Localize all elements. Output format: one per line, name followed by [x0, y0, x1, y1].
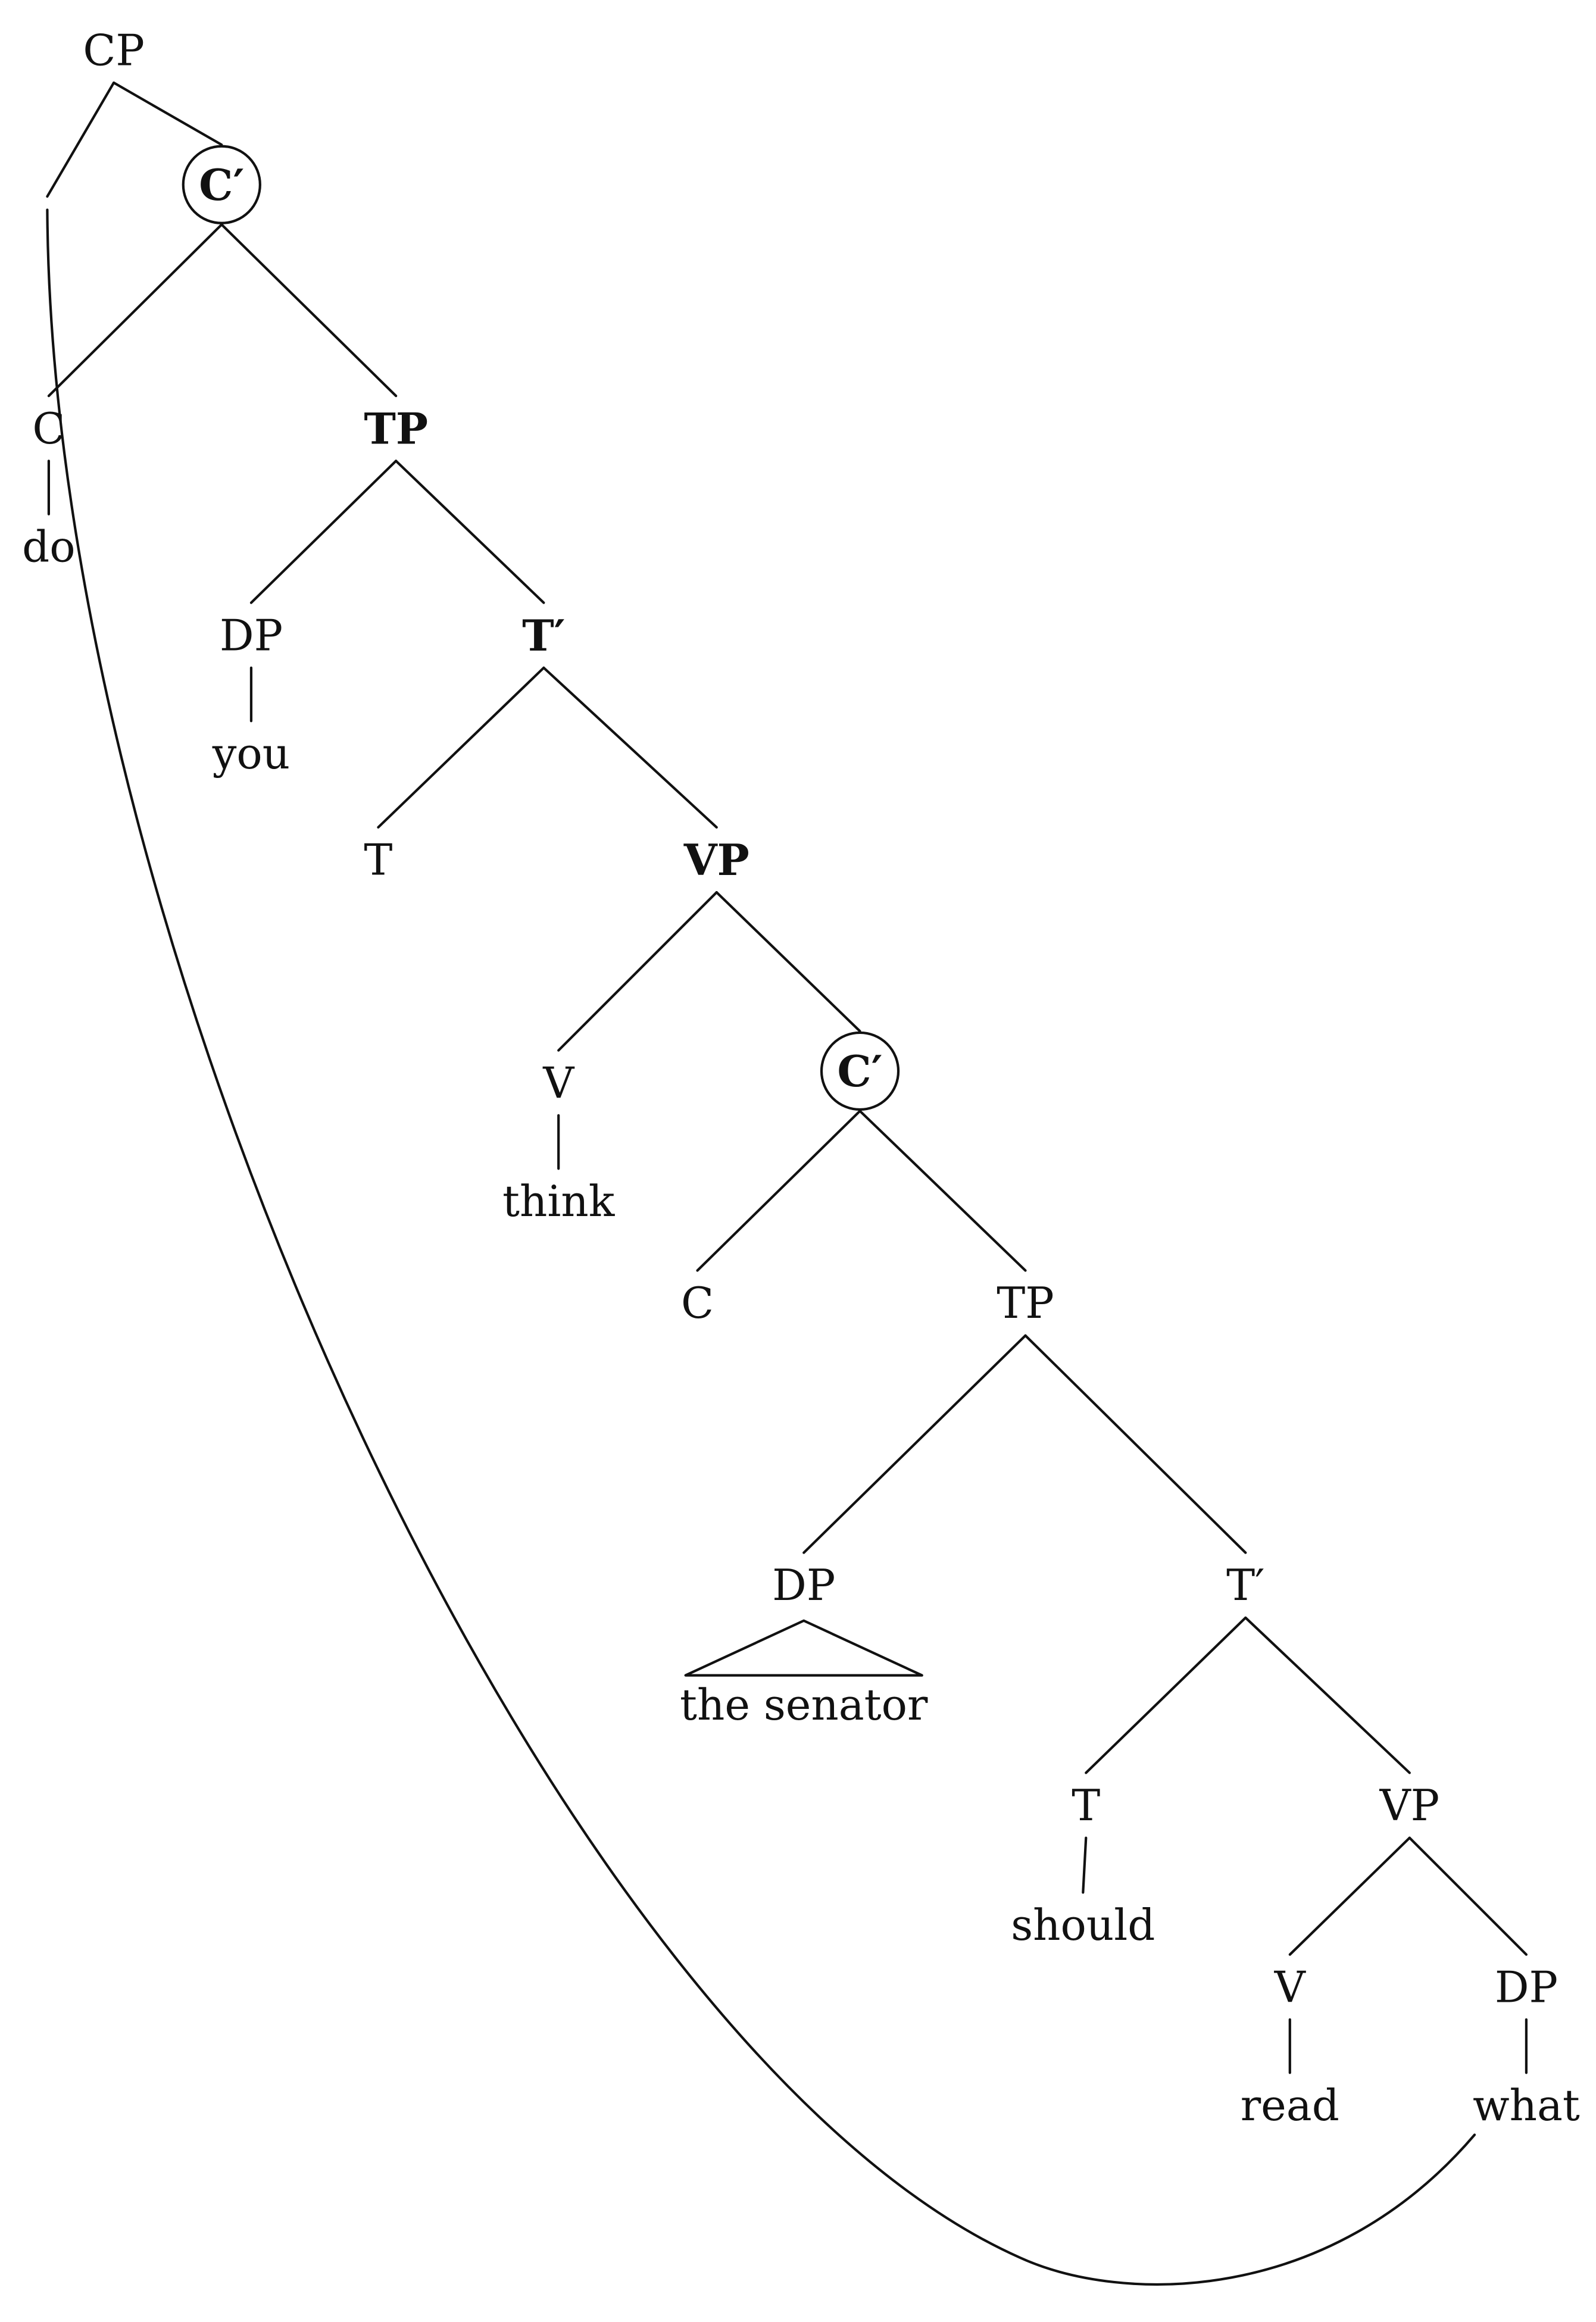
node-dp3: DP — [1495, 1962, 1558, 2012]
tree-edge-tbar2-vp2 — [1244, 1616, 1411, 1774]
node-senator: the senator — [680, 1680, 928, 1730]
tree-decorations — [46, 145, 1476, 2286]
node-tbar1: T′ — [522, 610, 566, 661]
tree-edge-vp2-dp3 — [1408, 1836, 1528, 1956]
circle-cbar1 — [182, 145, 261, 224]
tree-edge-tp1-tbar1 — [395, 460, 545, 604]
node-think: think — [502, 1176, 616, 1226]
tree-edges — [46, 81, 1528, 2074]
node-tbar2: T′ — [1226, 1560, 1264, 1610]
tree-edge-cp-spec — [46, 81, 115, 198]
tree-edge-t2-should — [1082, 1836, 1088, 1894]
node-cbar2: C′ — [837, 1046, 882, 1096]
node-dp1: DP — [220, 610, 283, 660]
tree-edge-cp-cbar1 — [113, 81, 223, 146]
node-t2: T — [1072, 1780, 1100, 1830]
node-c1: C — [32, 404, 65, 454]
tree-edge-tp1-dp1 — [249, 460, 398, 604]
node-what: what — [1473, 2080, 1580, 2130]
tree-edge-tbar1-t1 — [377, 666, 545, 829]
node-vp1: VP — [683, 835, 749, 885]
tree-edge-vp1-v1 — [557, 891, 718, 1052]
node-c2: C — [681, 1278, 714, 1328]
node-dp2: DP — [772, 1560, 835, 1610]
node-you: you — [212, 729, 290, 779]
tree-edge-tp2-tbar2 — [1024, 1334, 1247, 1554]
node-t1: T — [364, 835, 392, 885]
triangle-senator — [684, 1619, 923, 1677]
tree-edge-cbar2-tp2 — [858, 1110, 1027, 1272]
movement-curve-what-to-spec — [46, 208, 1476, 2286]
node-vp2: VP — [1379, 1780, 1439, 1830]
tree-edge-tbar1-vp1 — [542, 666, 718, 829]
node-should: should — [1011, 1900, 1155, 1950]
tree-edge-tp2-dp2 — [802, 1334, 1027, 1554]
node-do: do — [22, 521, 75, 571]
node-tp1: TP — [364, 403, 428, 454]
node-tp2: TP — [997, 1278, 1054, 1328]
tree-edge-tbar2-t2 — [1085, 1616, 1247, 1774]
tree-edge-cbar1-c1 — [47, 223, 223, 398]
node-read: read — [1241, 2080, 1339, 2130]
node-v1: V — [542, 1058, 575, 1108]
node-cp: CP — [83, 25, 145, 75]
node-cbar1: C′ — [199, 160, 244, 210]
tree-edge-vp1-cbar2 — [715, 891, 861, 1033]
node-v2: V — [1274, 1962, 1307, 2012]
tree-edge-cbar1-tp1 — [220, 223, 398, 398]
circle-cbar2 — [820, 1031, 900, 1111]
tree-edge-cbar2-c2 — [696, 1110, 861, 1272]
tree-edge-vp2-v2 — [1288, 1836, 1411, 1956]
